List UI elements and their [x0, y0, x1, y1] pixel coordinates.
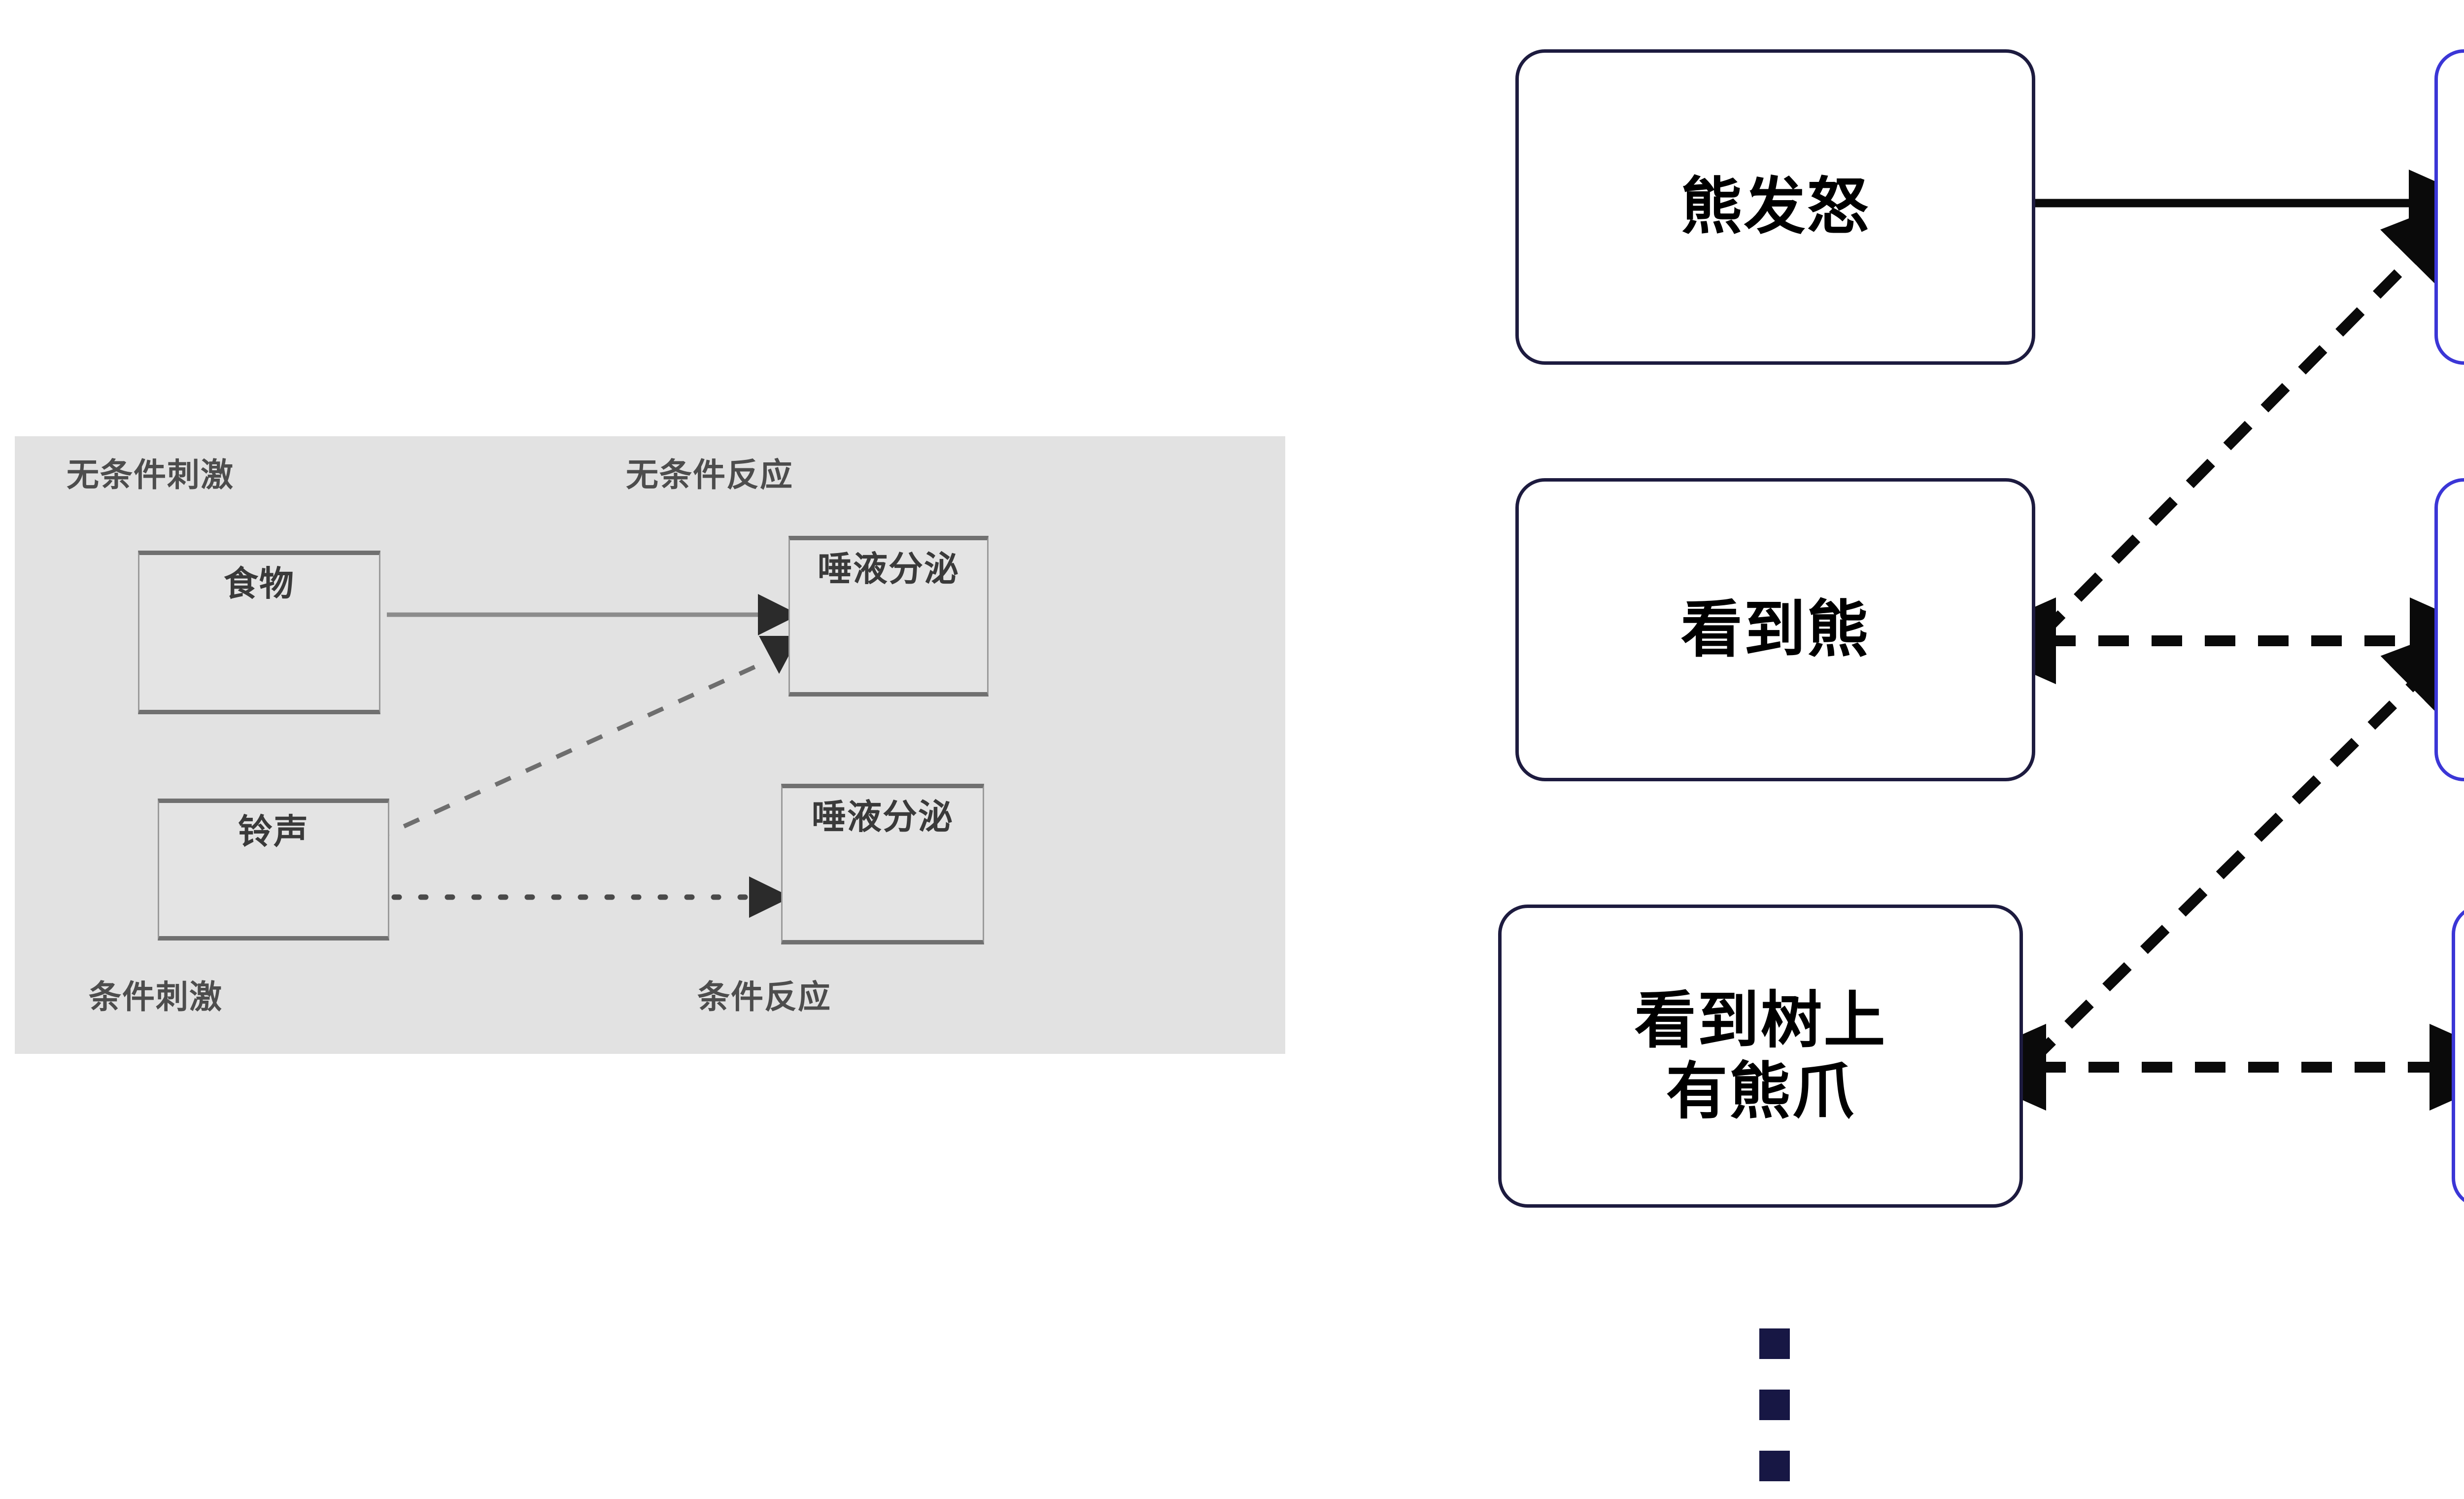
- node-v-s[interactable]: V(s): [2452, 905, 2464, 1208]
- box-salivation-unconditioned: 唾液分泌: [788, 536, 989, 697]
- classical-conditioning-panel: 无条件刺激 无条件反应 条件刺激 条件反应 食物 唾液分泌 铃声 唾液分泌: [15, 436, 1285, 1054]
- ellipsis-left-column: [1759, 1328, 1790, 1481]
- node-see-claw[interactable]: 看到树上 有熊爪: [1498, 905, 2023, 1208]
- ellipsis-dot: [1759, 1328, 1790, 1359]
- box-food: 食物: [138, 551, 380, 714]
- node-v-s-prime[interactable]: V(s′): [2434, 478, 2464, 781]
- label-conditioned-response: 条件反应: [697, 978, 831, 1016]
- node-see-claw-label: 看到树上 有熊爪: [1634, 984, 1887, 1127]
- box-salivation-unconditioned-label: 唾液分泌: [818, 549, 959, 589]
- box-salivation-conditioned-label: 唾液分泌: [812, 797, 954, 837]
- label-conditioned-stimulus: 条件刺激: [89, 978, 223, 1016]
- box-bell-label: 铃声: [238, 811, 309, 852]
- box-salivation-conditioned: 唾液分泌: [781, 784, 984, 944]
- node-bear-angry[interactable]: 熊发怒: [1515, 49, 2035, 365]
- label-unconditioned-stimulus: 无条件刺激: [67, 456, 234, 494]
- label-unconditioned-response: 无条件反应: [626, 456, 793, 494]
- ellipsis-dot: [1759, 1390, 1790, 1420]
- node-see-bear[interactable]: 看到熊: [1515, 478, 2035, 781]
- node-reward[interactable]: 奖励: [2434, 49, 2464, 365]
- node-see-bear-label: 看到熊: [1680, 593, 1870, 665]
- ellipsis-dot: [1759, 1451, 1790, 1481]
- box-food-label: 食物: [224, 563, 295, 604]
- box-bell: 铃声: [158, 799, 389, 941]
- node-bear-angry-label: 熊发怒: [1680, 171, 1870, 243]
